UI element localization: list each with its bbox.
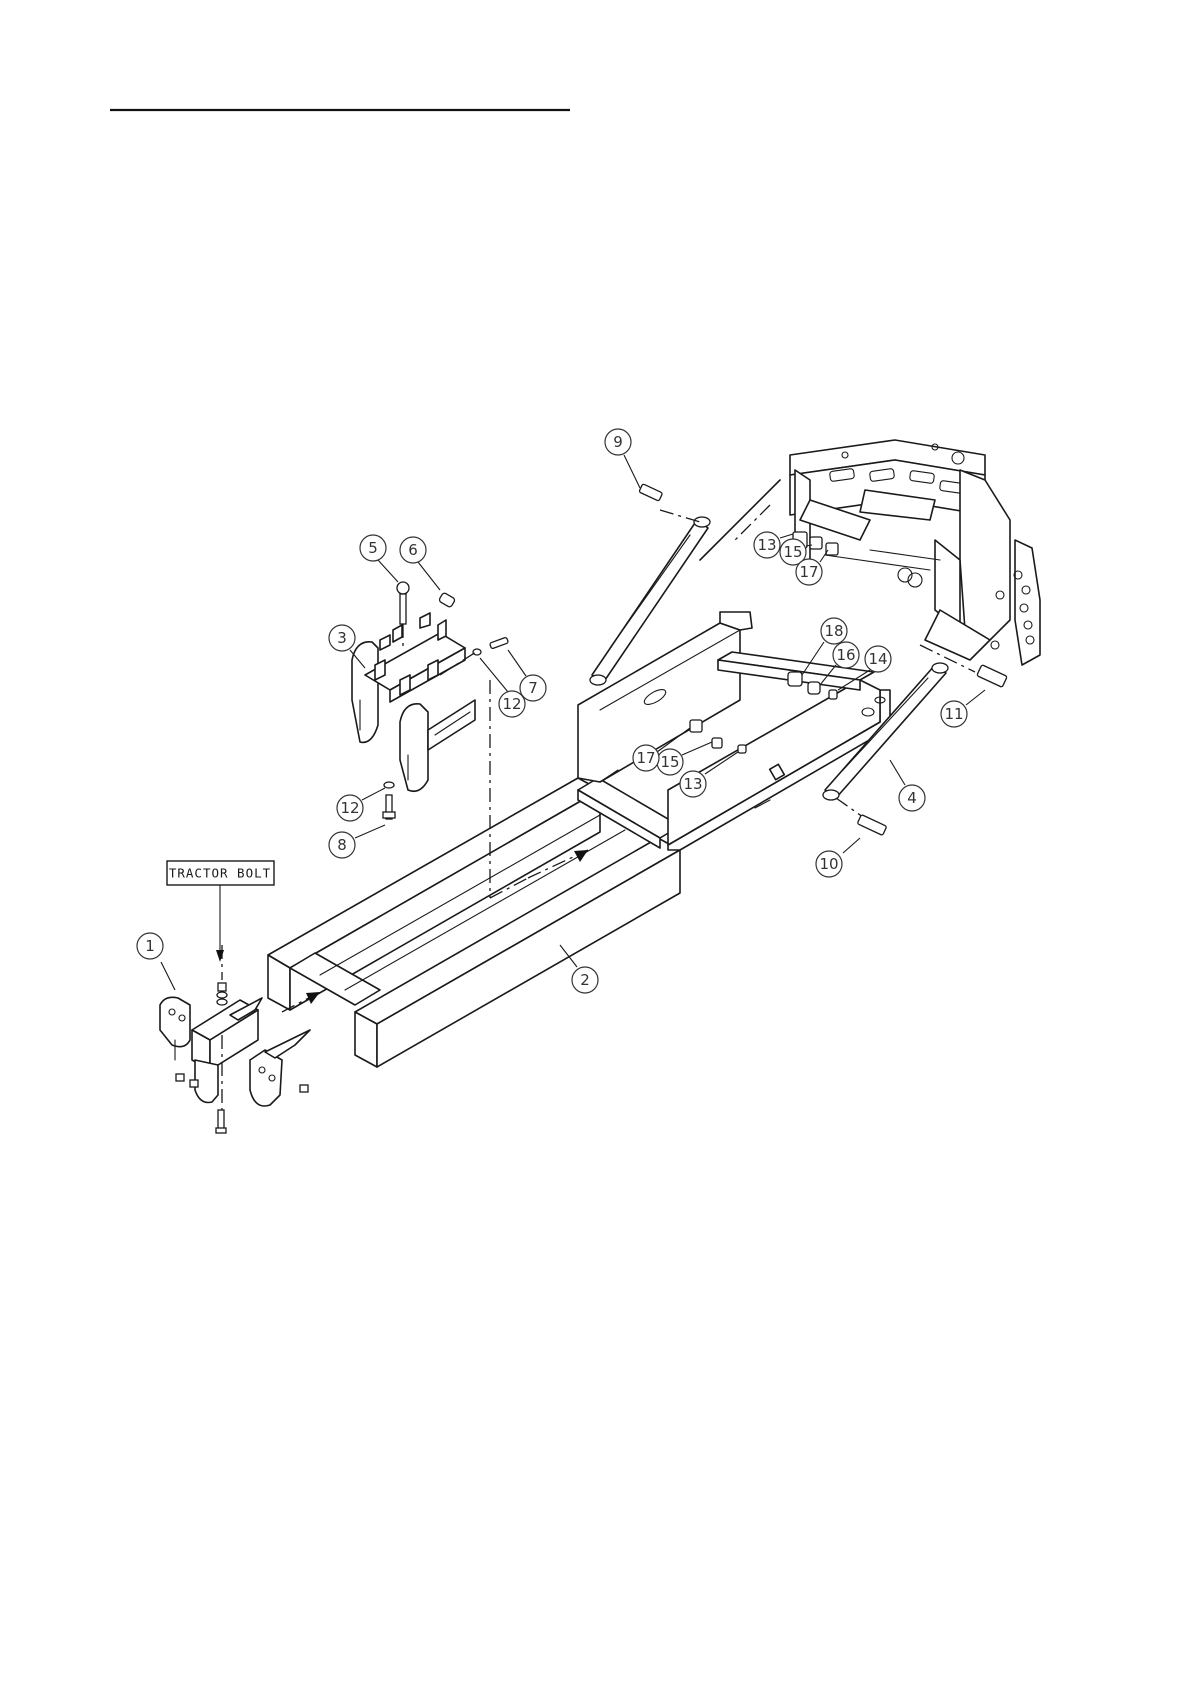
svg-text:8: 8 [337, 836, 347, 854]
svg-text:4: 4 [907, 789, 917, 807]
svg-text:6: 6 [408, 541, 418, 559]
svg-text:14: 14 [868, 650, 887, 668]
upper-mount-frame [700, 440, 1040, 665]
svg-text:17: 17 [799, 563, 818, 581]
svg-text:11: 11 [944, 705, 963, 723]
callout-2: 2 [560, 945, 598, 993]
callout-9: 9 [605, 429, 640, 488]
svg-text:17: 17 [636, 749, 655, 767]
bolt-8 [383, 782, 395, 819]
svg-text:15: 15 [783, 543, 802, 561]
svg-text:5: 5 [368, 539, 378, 557]
callout-12a: 12 [480, 658, 525, 717]
callout-8: 8 [329, 825, 385, 858]
clip-6 [438, 592, 455, 608]
svg-text:15: 15 [660, 753, 679, 771]
svg-text:3: 3 [337, 629, 347, 647]
callout-10: 10 [816, 838, 860, 877]
callout-5: 5 [360, 535, 398, 582]
callout-11: 11 [941, 690, 985, 727]
svg-text:2: 2 [580, 971, 590, 989]
tractor-bolt-label: TRACTOR BOLT [167, 861, 274, 962]
bolt-9 [639, 484, 663, 501]
svg-text:13: 13 [683, 775, 702, 793]
svg-text:10: 10 [819, 855, 838, 873]
svg-text:1: 1 [145, 937, 155, 955]
callout-12b: 12 [337, 788, 385, 821]
svg-text:12: 12 [502, 695, 521, 713]
callout-6: 6 [400, 537, 440, 590]
svg-text:9: 9 [613, 433, 623, 451]
svg-text:13: 13 [757, 536, 776, 554]
callout-1: 1 [137, 933, 175, 990]
tractor-bolt-text: TRACTOR BOLT [169, 866, 271, 881]
hitch-bracket [352, 613, 475, 791]
bolt-10 [857, 815, 887, 836]
svg-text:16: 16 [836, 646, 855, 664]
svg-text:12: 12 [340, 799, 359, 817]
svg-text:18: 18 [824, 622, 843, 640]
svg-text:7: 7 [528, 679, 538, 697]
callout-4: 4 [890, 760, 925, 811]
